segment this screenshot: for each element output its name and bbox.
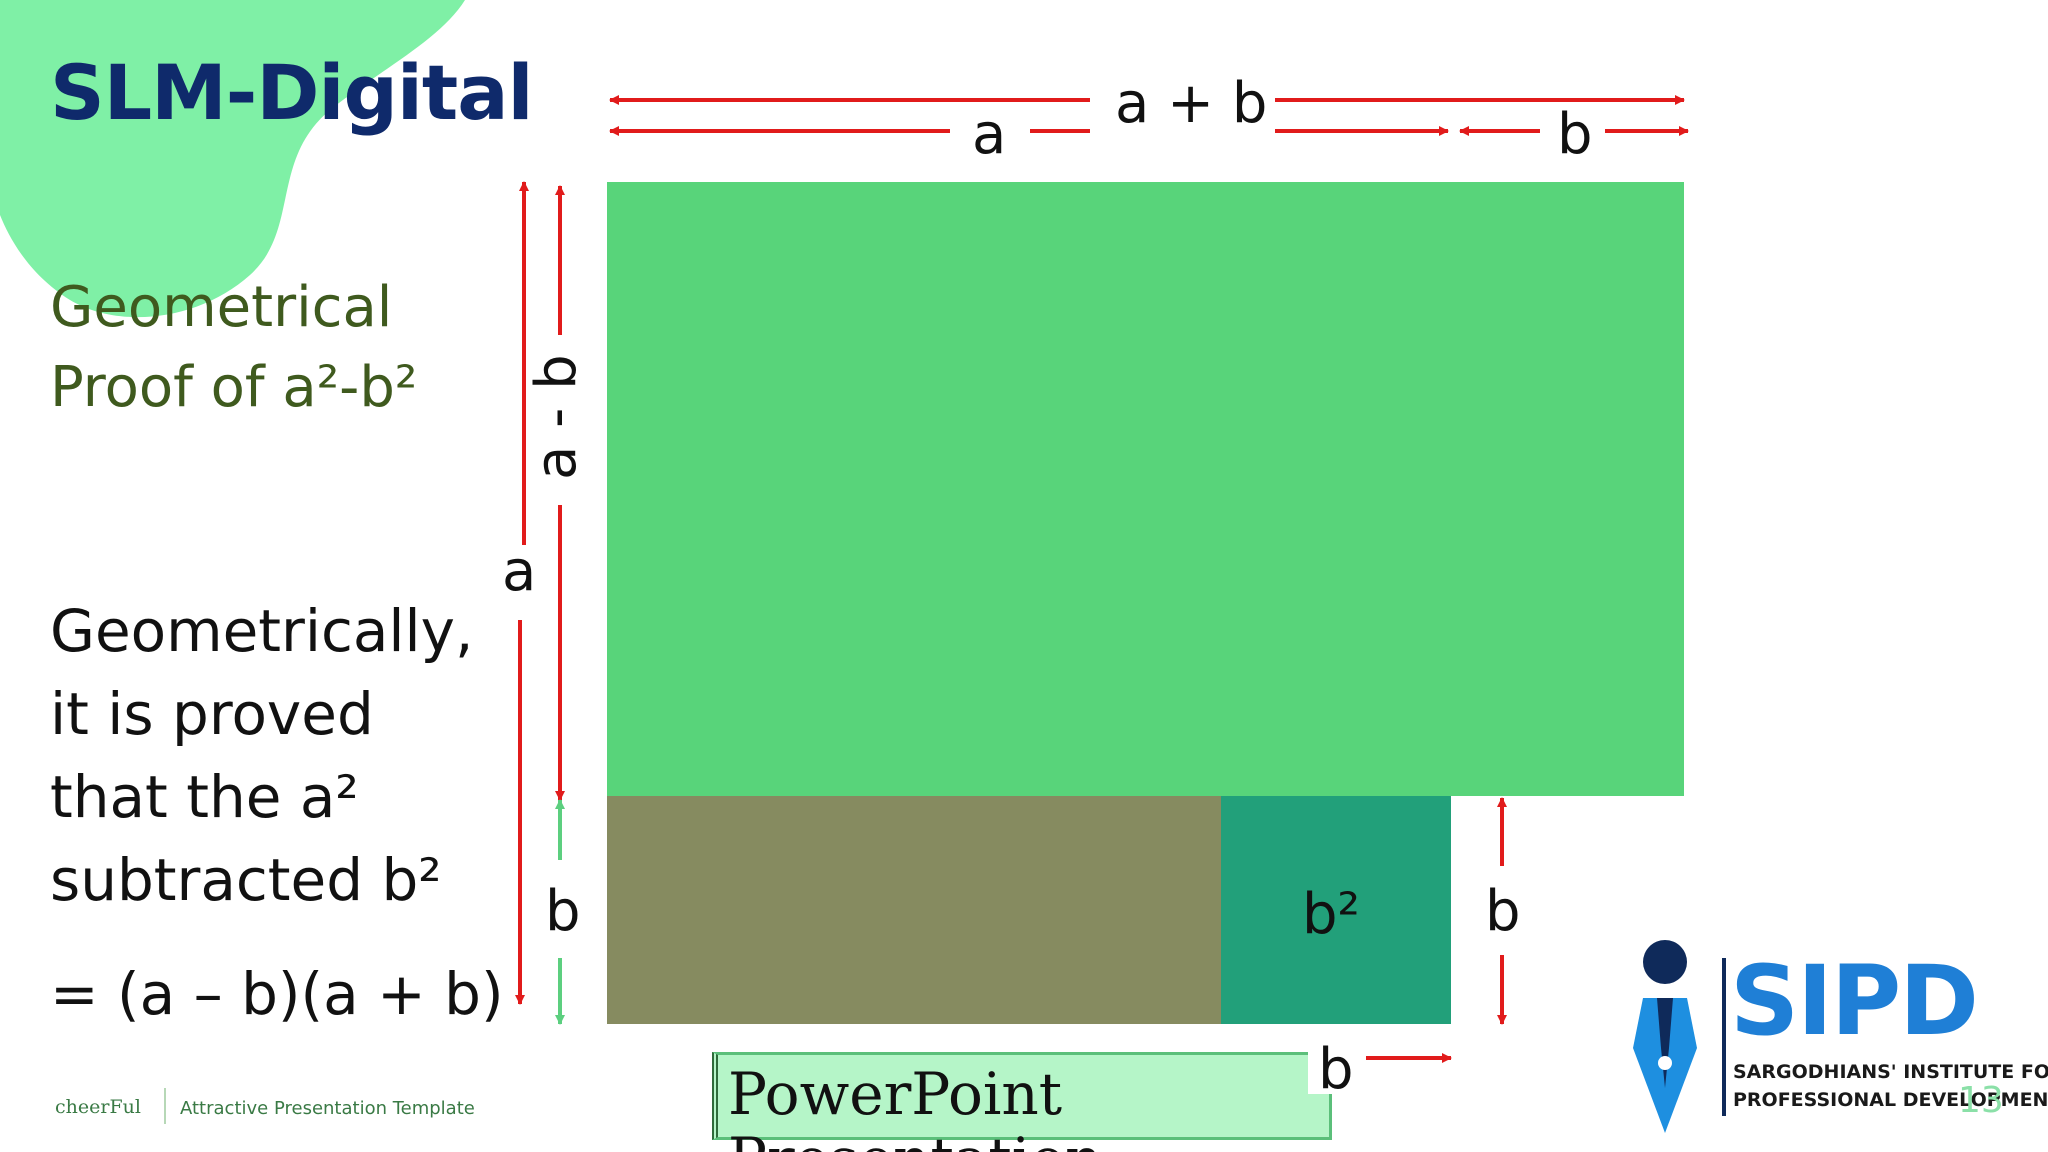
footer-divider [164,1088,166,1124]
result-formula: = (a – b)(a + b) [50,960,504,1028]
powerpoint-textbox [712,1052,1332,1140]
b-square [1221,796,1451,1024]
label-b-left: b [545,879,581,944]
label-b-top: b [1557,102,1593,167]
body-line-1: Geometrically, [50,597,474,665]
body-line-4: subtracted b² [50,846,442,914]
sipd-line-2: PROFESSIONAL DEVELOPMENT [1733,1089,2048,1111]
sipd-logo-text: SIPD [1730,945,1979,1057]
sipd-logo-subtitle: SARGODHIANS' INSTITUTE FOR PROFESSIONAL … [1733,1058,2048,1114]
pen-nib-person-logo-icon [1633,940,1697,1133]
body-line-2: it is proved [50,680,374,748]
sipd-line-1: SARGODHIANS' INSTITUTE FOR [1733,1061,2048,1083]
slide-subtitle: Geometrical Proof of a²-b² [50,268,430,428]
label-a-minus-b: a - b [524,354,589,480]
bottom-olive-rectangle [607,796,1221,1024]
slide-number: 13 [1958,1080,2004,1121]
label-a-plus-b: a + b [1115,71,1267,136]
footer-tagline: Attractive Presentation Template [180,1098,475,1119]
label-b-right: b [1485,879,1521,944]
logo-divider [1722,958,1726,1116]
body-line-3: that the a² [50,763,359,831]
powerpoint-label: PowerPoint [728,1060,1063,1128]
label-b-square: b² [1302,882,1360,947]
label-a-left: a [502,539,536,604]
footer-brand: cheerFul [55,1096,141,1118]
label-a-top: a [972,102,1006,167]
decorative-blob [0,0,465,318]
slide-title: SLM-Digital [50,48,534,137]
subtitle-line-1: Geometrical [50,275,393,340]
presentation-label-cut: Presentation [728,1130,1103,1152]
explanation-text: Geometrically, it is proved that the a² … [50,590,474,922]
subtitle-line-2: Proof of a²-b² [50,355,418,420]
large-green-rectangle [607,182,1684,796]
